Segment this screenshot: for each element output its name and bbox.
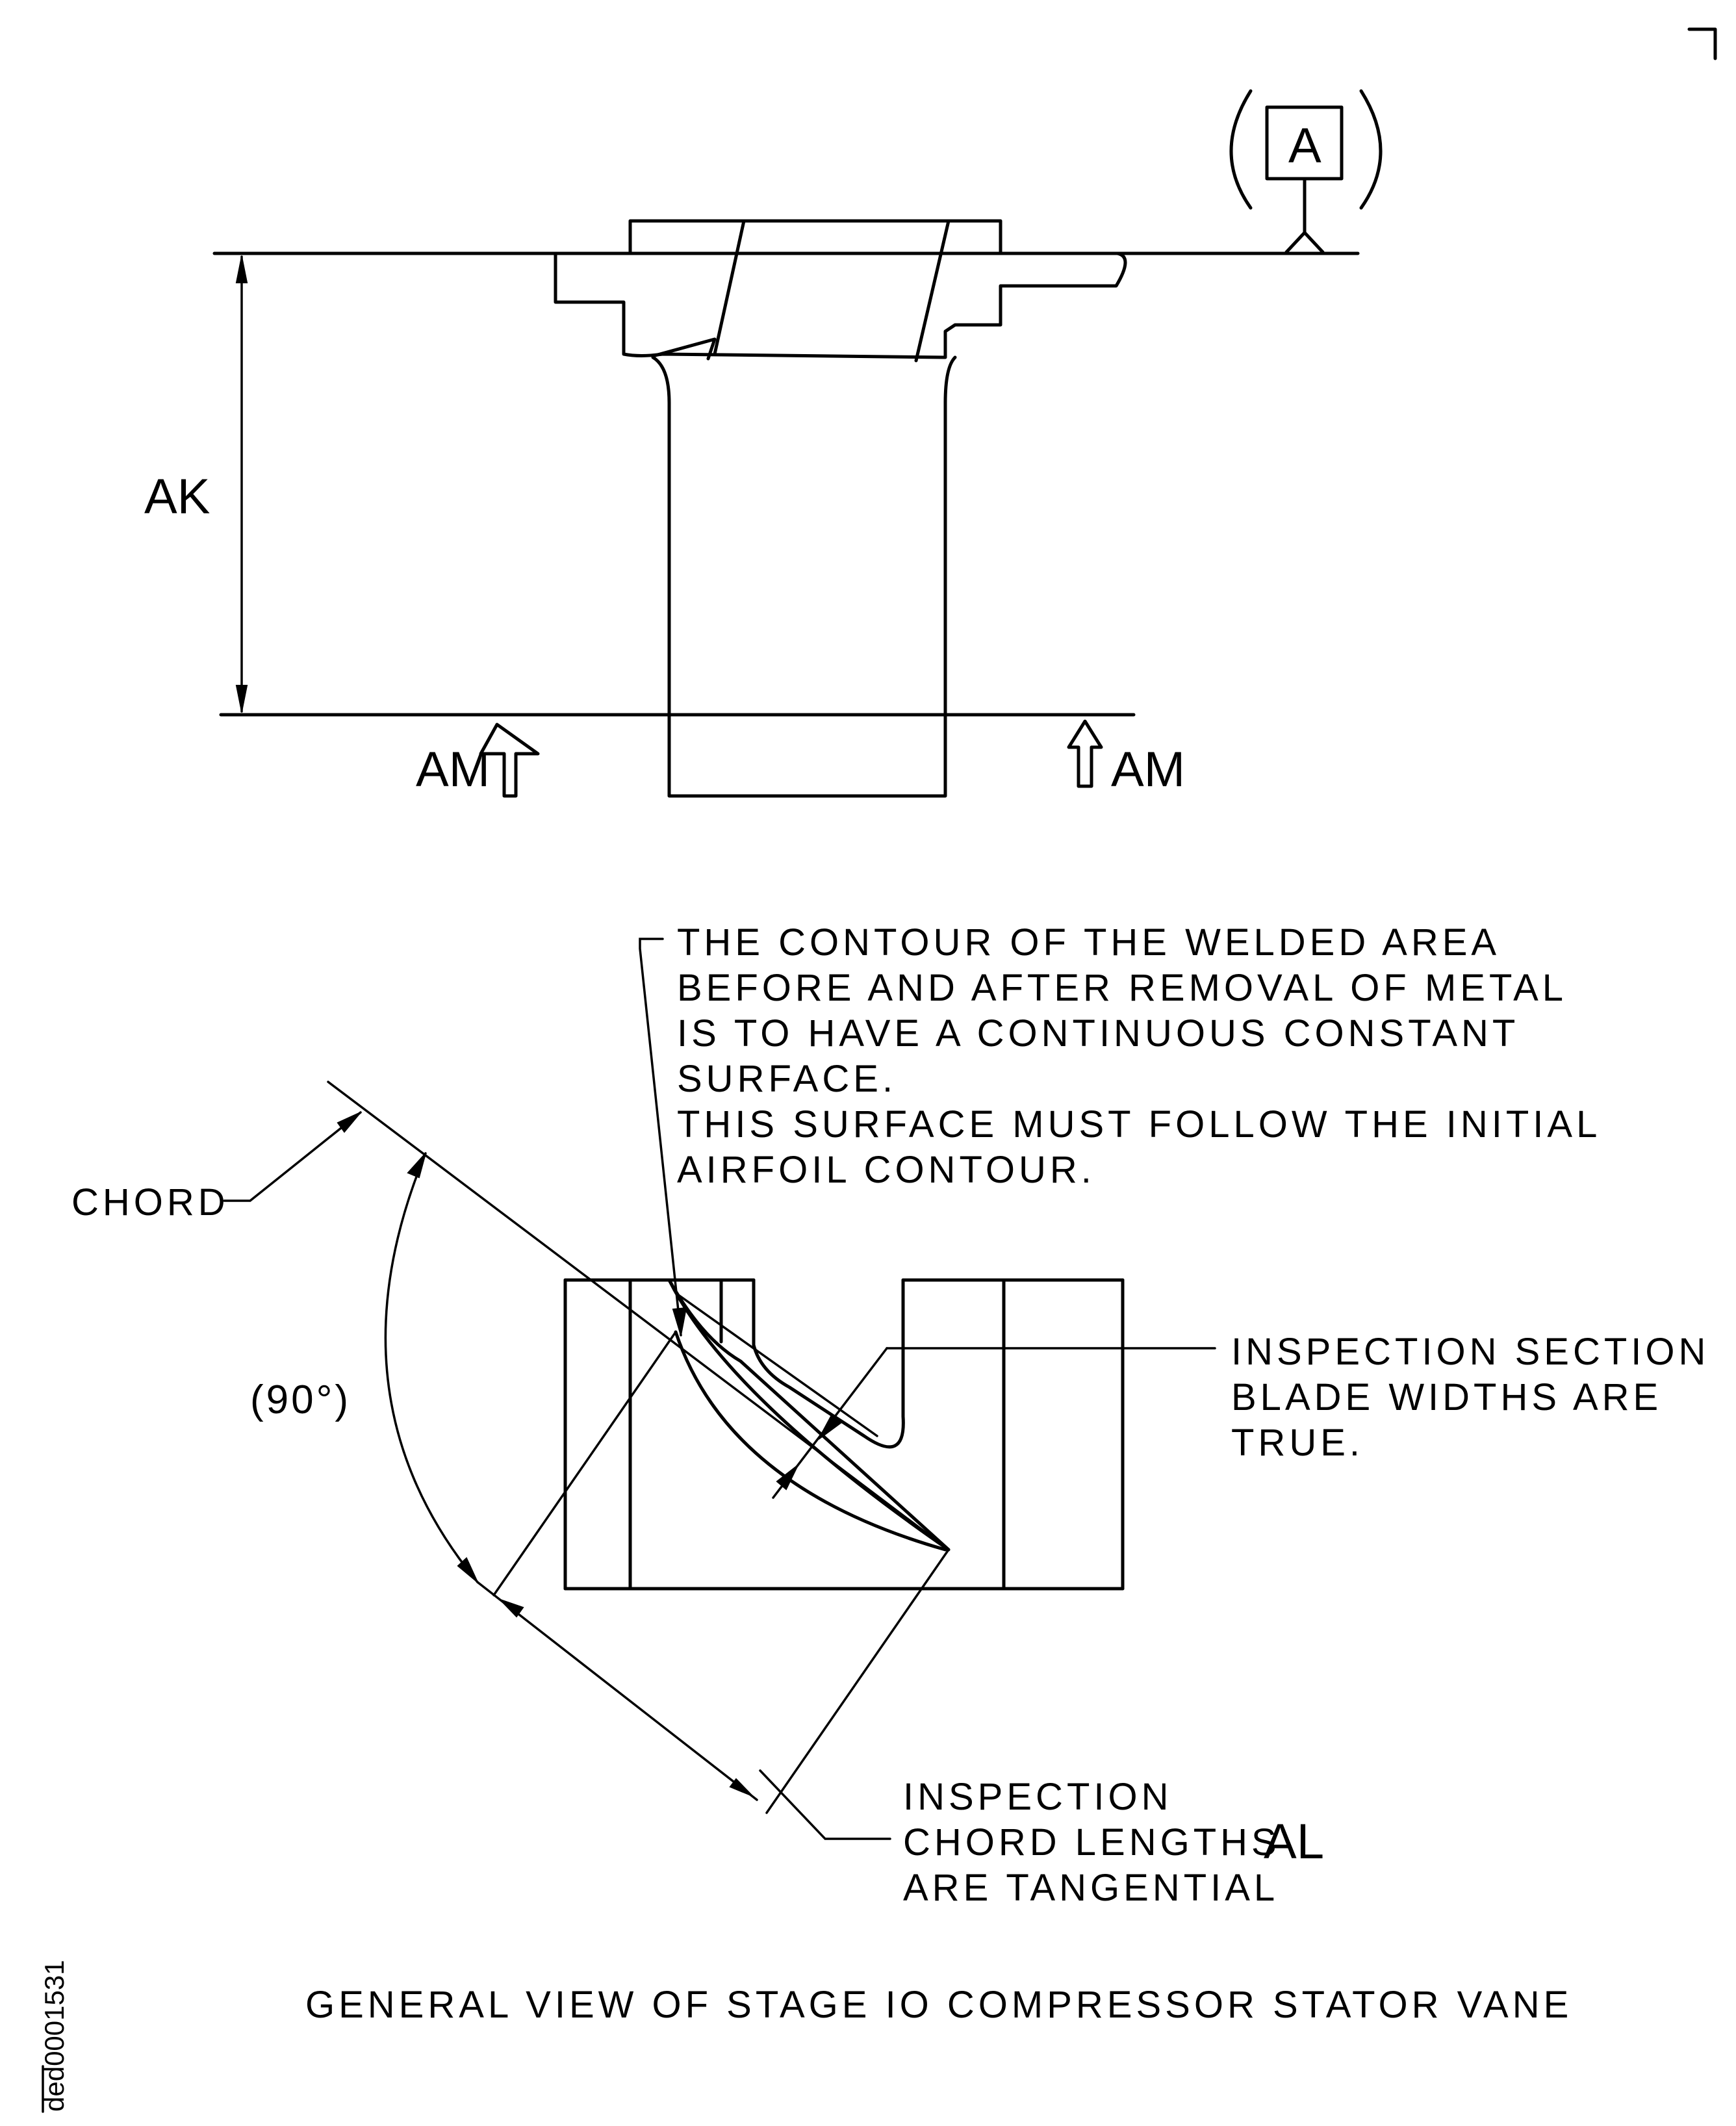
chord-construction: (90°) CHORD (71, 1081, 950, 1814)
chord-line (327, 1081, 950, 1551)
weld-note-line-2: BEFORE AND AFTER REMOVAL OF METAL (677, 967, 1567, 1009)
angle-arrow-bottom (457, 1557, 478, 1583)
al-label: AL (1264, 1814, 1324, 1869)
airfoil-stem (651, 355, 957, 798)
figure-id: ded0001531 (39, 1960, 70, 2113)
weld-note-line-6: AIRFOIL CONTOUR. (677, 1149, 1095, 1191)
width-arrow-b (818, 1414, 842, 1440)
platform-slant-left (713, 219, 746, 356)
datum-triangle (1284, 231, 1325, 254)
ak-arrow-bottom (235, 685, 248, 712)
inspection-section-note: INSPECTION SECTION BLADE WIDTHS ARE TRUE… (772, 1331, 1709, 1499)
weld-fillet (651, 337, 717, 361)
angle-label: (90°) (250, 1377, 351, 1422)
section-arrow-right (1067, 719, 1103, 788)
chord-leader-arrow (337, 1112, 361, 1133)
airfoil-pressure-side (667, 1278, 951, 1552)
platform-slant-right (914, 219, 951, 363)
section-label-left: AM (416, 742, 490, 797)
figure-caption: GENERAL VIEW OF STAGE IO COMPRESSOR STAT… (305, 1984, 1572, 2026)
inspection-section-line-3: TRUE. (1231, 1422, 1364, 1464)
chord-length-arrow-right (729, 1778, 753, 1797)
weld-contour-note: THE CONTOUR OF THE WELDED AREA BEFORE AN… (639, 921, 1601, 1337)
airfoil-lower-curve (674, 1330, 947, 1552)
datum-letter: A (1288, 118, 1321, 173)
inspection-chord-note: INSPECTION CHORD LENGTHS AL ARE TANGENTI… (759, 1769, 1324, 1909)
weld-note-arrow (672, 1307, 687, 1336)
block-slot (752, 1278, 905, 1449)
weld-contour-line (674, 1292, 878, 1437)
datum-paren-left (1229, 89, 1253, 210)
weld-note-line-5: THIS SURFACE MUST FOLLOW THE INITIAL (677, 1103, 1601, 1146)
datum-paren-right (1359, 89, 1383, 210)
inspection-chord-line-2: CHORD LENGTHS (903, 1821, 1281, 1863)
chord-length-line (476, 1581, 758, 1801)
chord-leader (223, 1111, 362, 1202)
top-view: AK AM AM A (144, 89, 1383, 798)
weld-note-line-3: IS TO HAVE A CONTINUOUS CONSTANT (677, 1012, 1519, 1055)
weld-note-leader (639, 938, 682, 1337)
weld-note-line-1: THE CONTOUR OF THE WELDED AREA (677, 921, 1500, 964)
inspection-chord-leader (759, 1769, 891, 1840)
vane-platform-outline (554, 219, 1127, 359)
airfoil-suction-side (667, 1278, 951, 1552)
chord-extension-left (492, 1331, 677, 1596)
inspection-chord-line-1: INSPECTION (903, 1776, 1173, 1818)
inspection-section-line-1: INSPECTION SECTION (1231, 1331, 1709, 1373)
section-view: THE CONTOUR OF THE WELDED AREA BEFORE AN… (71, 921, 1709, 1909)
chord-extension-right (765, 1548, 950, 1814)
inspection-chord-line-3: ARE TANGENTIAL (903, 1867, 1279, 1909)
chord-length-arrow-left (500, 1599, 524, 1618)
chord-label: CHORD (71, 1181, 229, 1223)
section-arrow-left (479, 723, 540, 798)
airfoil-section (667, 1278, 951, 1552)
corner-mark (1687, 27, 1717, 60)
section-label-right: AM (1111, 742, 1185, 797)
angle-arc (384, 1152, 479, 1583)
inspection-section-line-2: BLADE WIDTHS ARE (1231, 1376, 1662, 1418)
ak-arrow-top (235, 256, 248, 283)
width-arrow-a (776, 1465, 798, 1491)
angle-arrow-top (407, 1153, 426, 1179)
weld-note-line-4: SURFACE. (677, 1058, 897, 1100)
ak-label: AK (144, 469, 210, 524)
figure-id-text: ded0001531 (39, 1960, 70, 2112)
fixture-block (563, 1278, 1125, 1591)
